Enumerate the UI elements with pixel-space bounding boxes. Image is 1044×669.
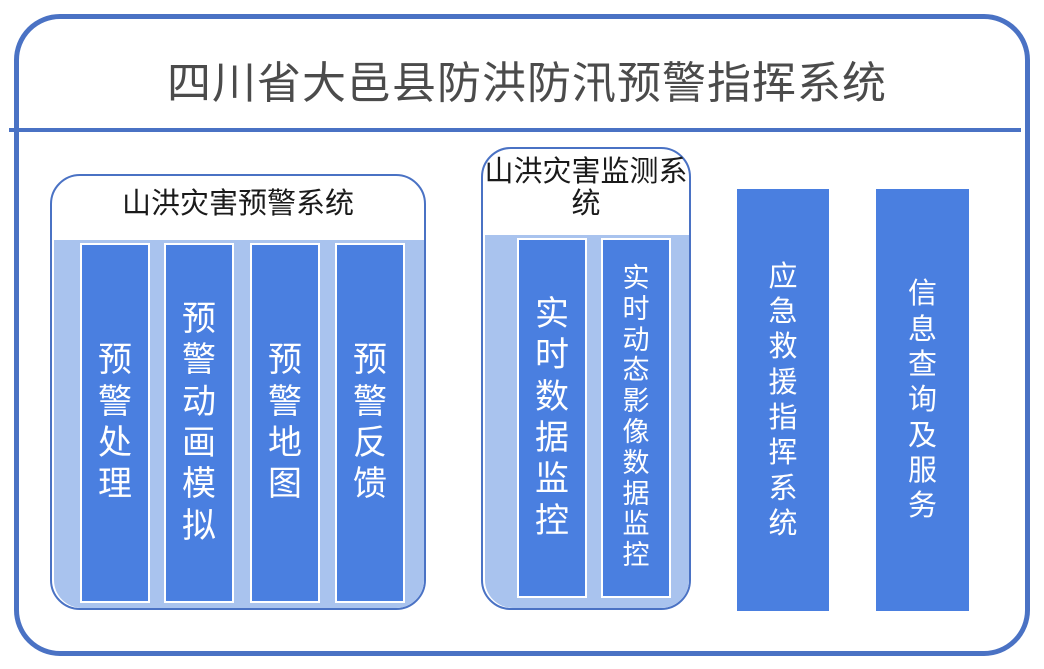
module-warning-feedback[interactable]: 预警反馈 [335, 243, 405, 603]
module-warning-map[interactable]: 预警地图 [250, 243, 320, 603]
page-title: 四川省大邑县防洪防汛预警指挥系统 [167, 58, 887, 109]
module-realtime-video-monitor[interactable]: 实时动态影像数据监控 [601, 238, 671, 598]
title-divider [9, 128, 1021, 132]
flood-warning-system-group: 山洪灾害预警系统 预警处理 预警动画模拟 预警地图 预警反馈 [50, 174, 426, 610]
module-warning-processing[interactable]: 预警处理 [80, 243, 150, 603]
group-title: 山洪灾害监测系统 [484, 154, 688, 221]
flood-monitoring-system-group: 山洪灾害监测系统 实时数据监控 实时动态影像数据监控 [481, 147, 691, 610]
group-title: 山洪灾害预警系统 [121, 186, 354, 220]
module-info-query-service[interactable]: 信息查询及服务 [876, 189, 969, 611]
module-warning-animation[interactable]: 预警动画模拟 [164, 243, 234, 603]
module-emergency-command[interactable]: 应急救援指挥系统 [737, 189, 829, 611]
module-realtime-data-monitor[interactable]: 实时数据监控 [517, 238, 587, 598]
